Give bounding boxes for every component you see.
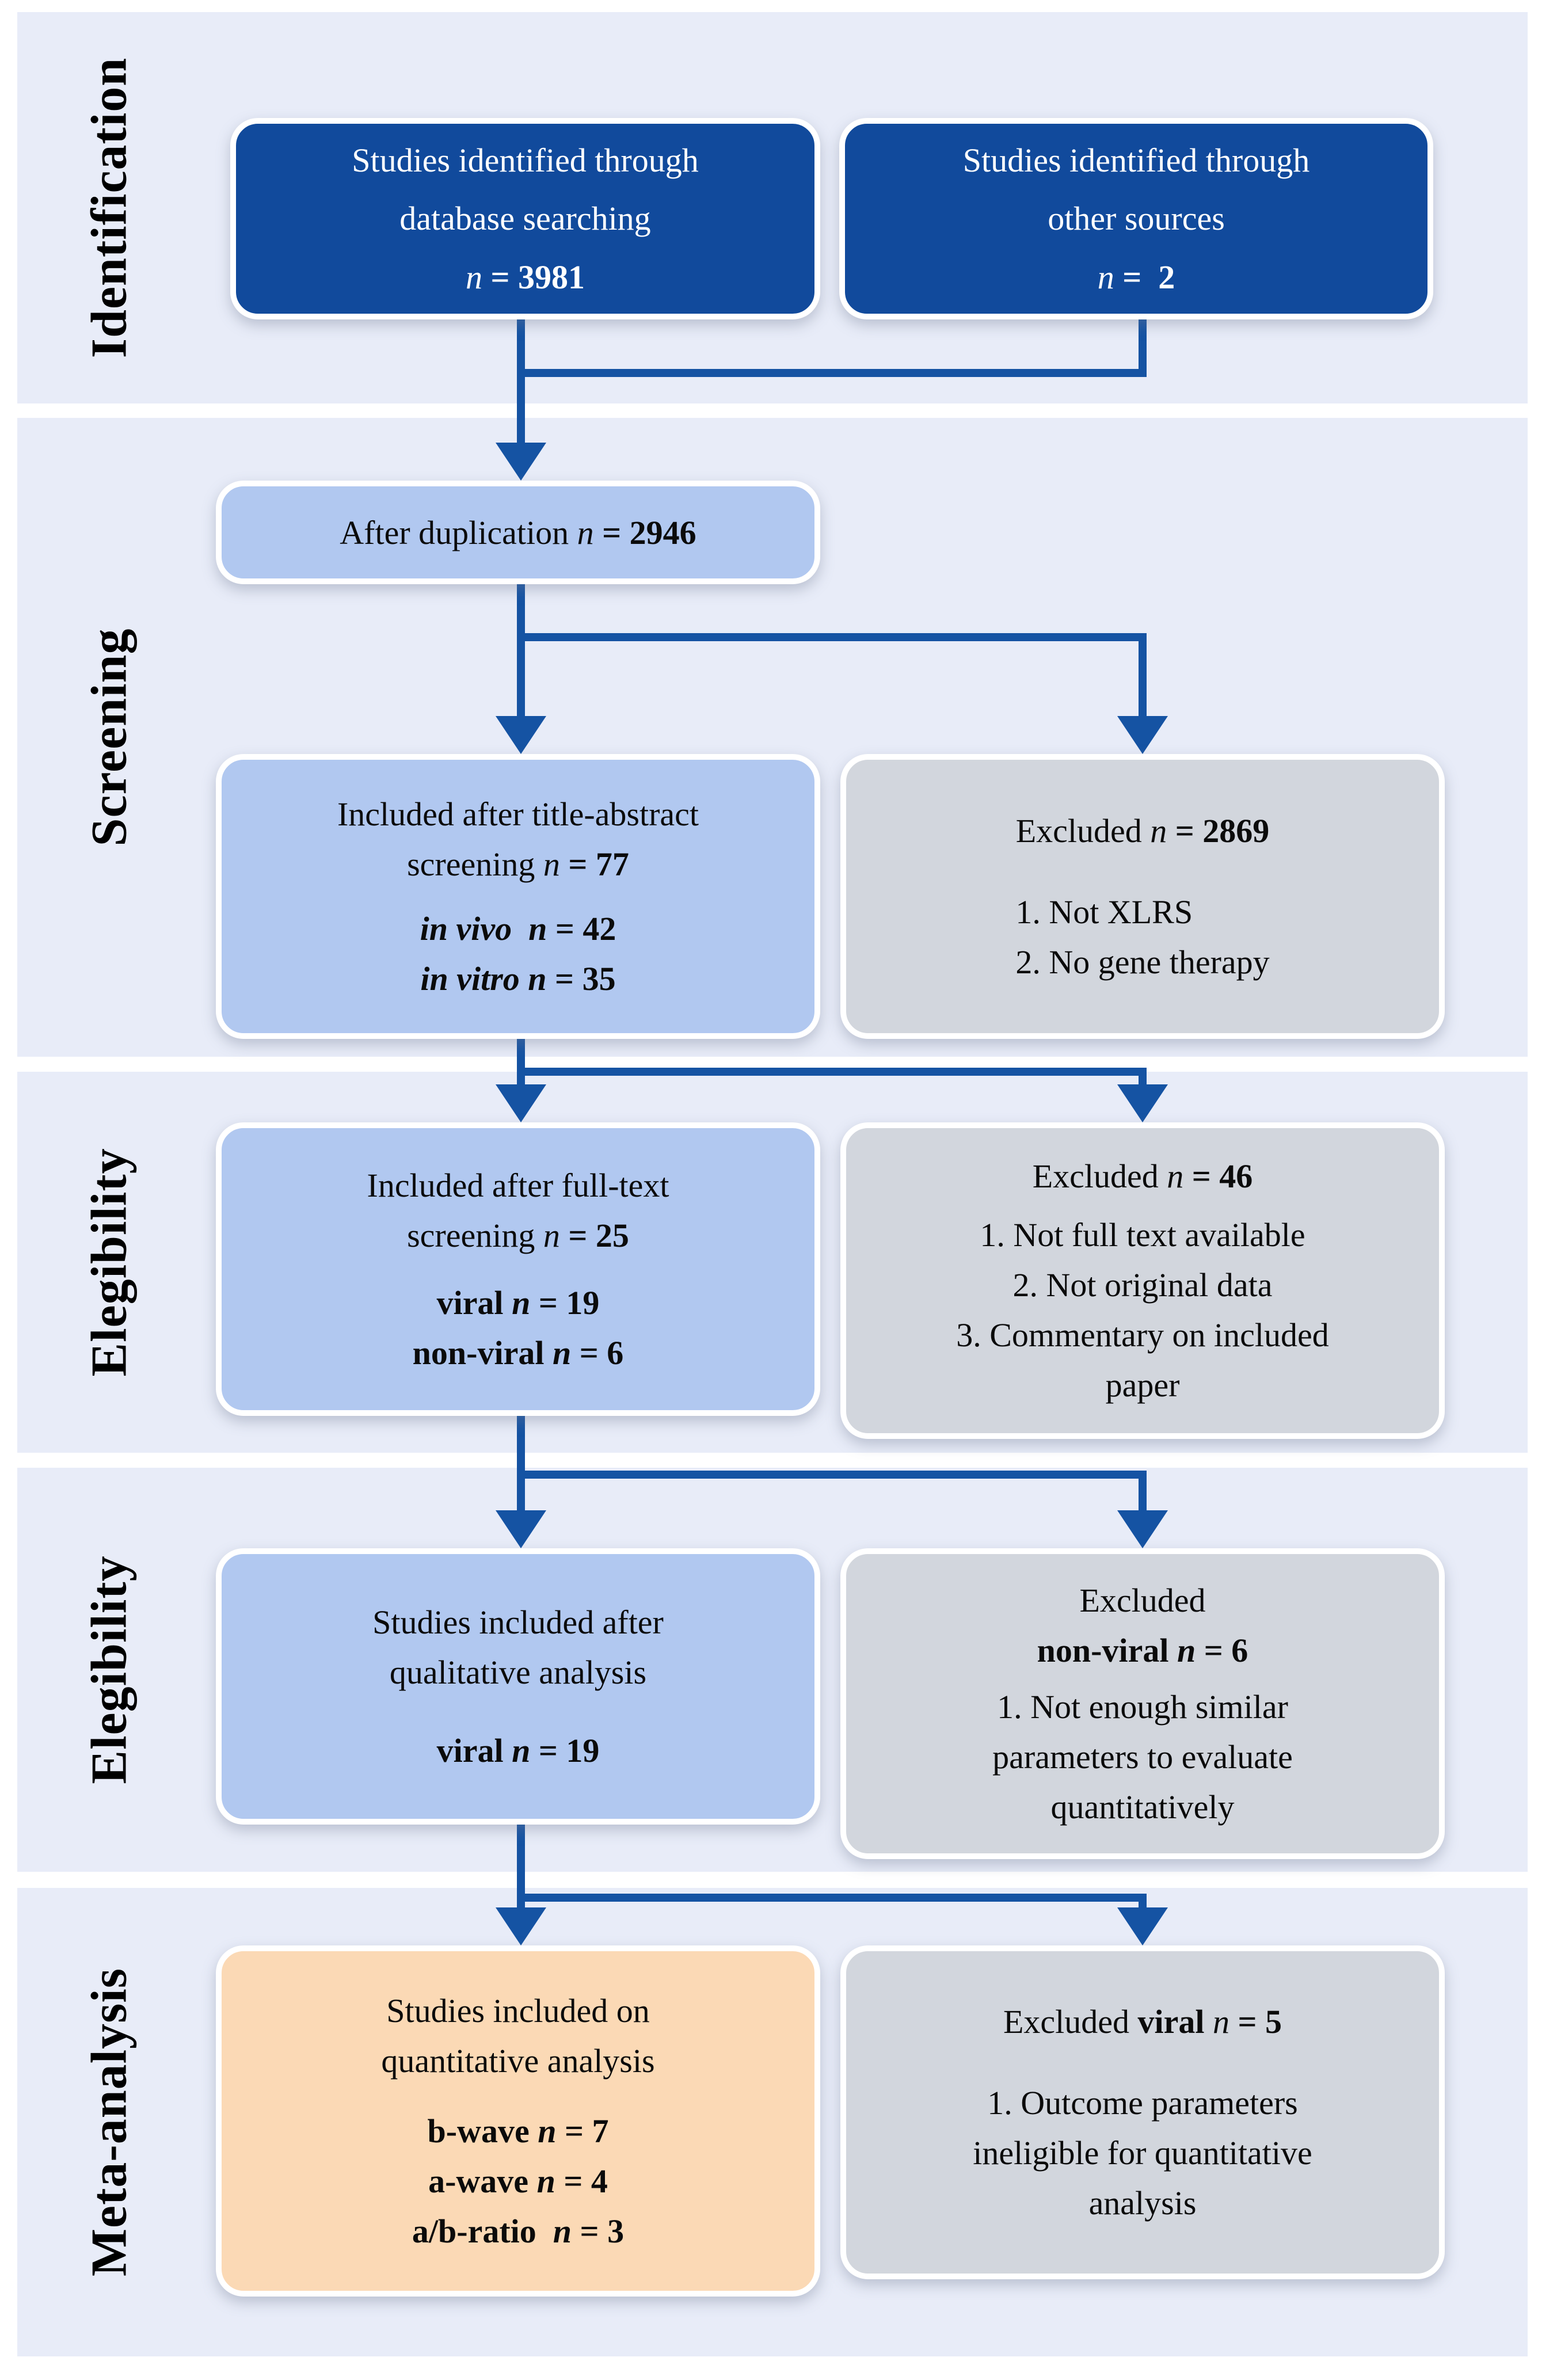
arrow-down-icon bbox=[1117, 1510, 1168, 1548]
connector-line-branch-quantitative bbox=[517, 1894, 1147, 1902]
connector-line-branch-fulltext-right bbox=[1139, 1068, 1147, 1090]
box-excluded-quantitative: Excluded viral n = 5 1. Outcome paramete… bbox=[840, 1945, 1445, 2279]
arrow-down-icon bbox=[496, 443, 546, 481]
arrow-down-icon bbox=[1117, 1907, 1168, 1945]
connector-line-branch-qualitative-right bbox=[1139, 1471, 1147, 1515]
connector-line-dedup-down bbox=[517, 584, 525, 721]
box-excluded-full-text: Excluded n = 46 1. Not full text availab… bbox=[840, 1122, 1445, 1439]
connector-line-branch-qualitative bbox=[517, 1471, 1147, 1479]
connector-line-branch-fulltext bbox=[517, 1068, 1147, 1076]
band-label-identification: Identification bbox=[81, 57, 138, 359]
band-label-meta-analysis: Meta-analysis bbox=[81, 1967, 138, 2277]
connector-line-branch-screening-right bbox=[1139, 633, 1147, 721]
connector-line-db-down bbox=[517, 319, 525, 449]
box-text: After duplication n = 2946 bbox=[340, 513, 696, 551]
connector-line-branch-screening bbox=[517, 633, 1147, 641]
arrow-down-icon bbox=[496, 1907, 546, 1945]
arrow-down-icon bbox=[1117, 1084, 1168, 1122]
band-label-elegibility-2: Elegibility bbox=[81, 1555, 138, 1784]
band-label-elegibility-1: Elegibility bbox=[81, 1148, 138, 1377]
connector-line-other-down bbox=[1139, 319, 1147, 377]
box-after-duplication: After duplication n = 2946 bbox=[216, 481, 820, 584]
box-header-text: Excluded n = 2869 bbox=[1015, 812, 1270, 850]
arrow-down-icon bbox=[496, 1084, 546, 1122]
band-label-screening: Screening bbox=[81, 628, 138, 847]
connector-line-titleabstract-down bbox=[517, 1039, 525, 1090]
connector-line-qualitative-down bbox=[517, 1825, 525, 1913]
arrow-down-icon bbox=[496, 1510, 546, 1548]
box-body-text: viral n = 19 bbox=[436, 1732, 600, 1769]
connector-line-merge bbox=[517, 369, 1147, 377]
arrow-down-icon bbox=[1117, 716, 1168, 754]
box-header-text: Excluded viral n = 5 bbox=[1003, 2003, 1282, 2041]
box-header-text: Excluded n = 46 bbox=[1032, 1157, 1253, 1195]
connector-line-fulltext-down bbox=[517, 1416, 525, 1515]
arrow-down-icon bbox=[496, 716, 546, 754]
